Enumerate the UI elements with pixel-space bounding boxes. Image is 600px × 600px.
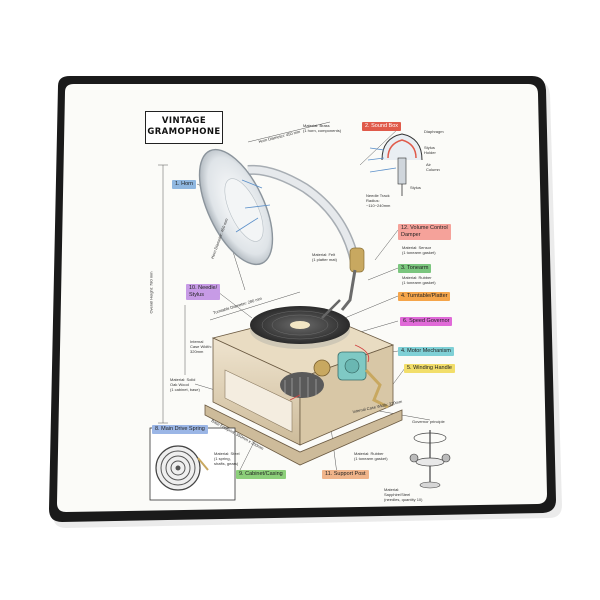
note-sensor: Material: Sensor (1 tonearm gasket) bbox=[402, 245, 436, 255]
turntable bbox=[250, 299, 350, 349]
label-winding: 5. Winding Handle bbox=[404, 364, 455, 373]
main-spring-drum bbox=[280, 372, 324, 398]
page-title: VINTAGE GRAMOPHONE bbox=[145, 111, 223, 144]
winding-handle bbox=[364, 368, 389, 409]
sound-box-inset bbox=[367, 133, 423, 196]
label-speed-governor: 6. Speed Governor bbox=[400, 317, 453, 326]
main-spring-inset bbox=[149, 427, 236, 501]
pad-surface bbox=[57, 84, 547, 512]
label-horn: 1. Horn bbox=[172, 180, 197, 189]
note-governor: Governor principle bbox=[412, 419, 445, 424]
note-steel: Material: Steel (1 spring, shafts, gears… bbox=[214, 451, 240, 466]
note-wood: Material: Solid Oak Wood (1 cabinet, bas… bbox=[170, 377, 200, 392]
label-cabinet: 9. Cabinet/Casing bbox=[236, 470, 286, 479]
label-main-spring: 8. Main Drive Spring bbox=[152, 425, 208, 434]
note-rubber-support: Material: Rubber (1 tonearm gasket) bbox=[354, 451, 388, 461]
gear bbox=[313, 359, 331, 377]
note-air-column: Air Column bbox=[426, 162, 440, 172]
note-felt: Material: Felt (1 platter mat) bbox=[312, 252, 337, 262]
label-needle: 10. Needle/ Stylus bbox=[186, 284, 221, 300]
dim-internal-width: Internal Case Width: 320mm bbox=[190, 339, 212, 354]
note-rubber-tonearm: Material: Rubber (1 tonearm gasket) bbox=[402, 275, 436, 285]
note-stylus-holder: Stylus Holder bbox=[424, 145, 436, 155]
title-line-2: GRAMOPHONE bbox=[147, 127, 221, 137]
horn bbox=[198, 148, 365, 311]
label-tonearm: 3. Tonearm bbox=[398, 264, 432, 273]
governor-inset bbox=[409, 430, 451, 489]
label-sound-box: 2. Sound Box bbox=[362, 122, 402, 131]
note-diaphragm: Diaphragm bbox=[424, 129, 444, 134]
note-needle-track: Needle Track Radius: ~110~240mm bbox=[366, 193, 391, 208]
note-stylus: Stylus bbox=[410, 185, 421, 190]
label-turntable: 4. Turntable/Platter bbox=[398, 292, 451, 301]
label-motor: 4. Motor Mechanism bbox=[398, 347, 454, 356]
dim-overall-height: Overall Height: 780 mm bbox=[148, 271, 154, 314]
note-brass: Material: Brass (1 horn, components) bbox=[303, 123, 342, 133]
label-support-post: 11. Support Post bbox=[322, 470, 369, 479]
label-volume-damper: 12. Volume Control Damper bbox=[398, 224, 451, 240]
title-line-1: VINTAGE bbox=[161, 116, 207, 126]
note-sapphire: Material: Sapphire/Steel (needles, quant… bbox=[384, 487, 423, 502]
